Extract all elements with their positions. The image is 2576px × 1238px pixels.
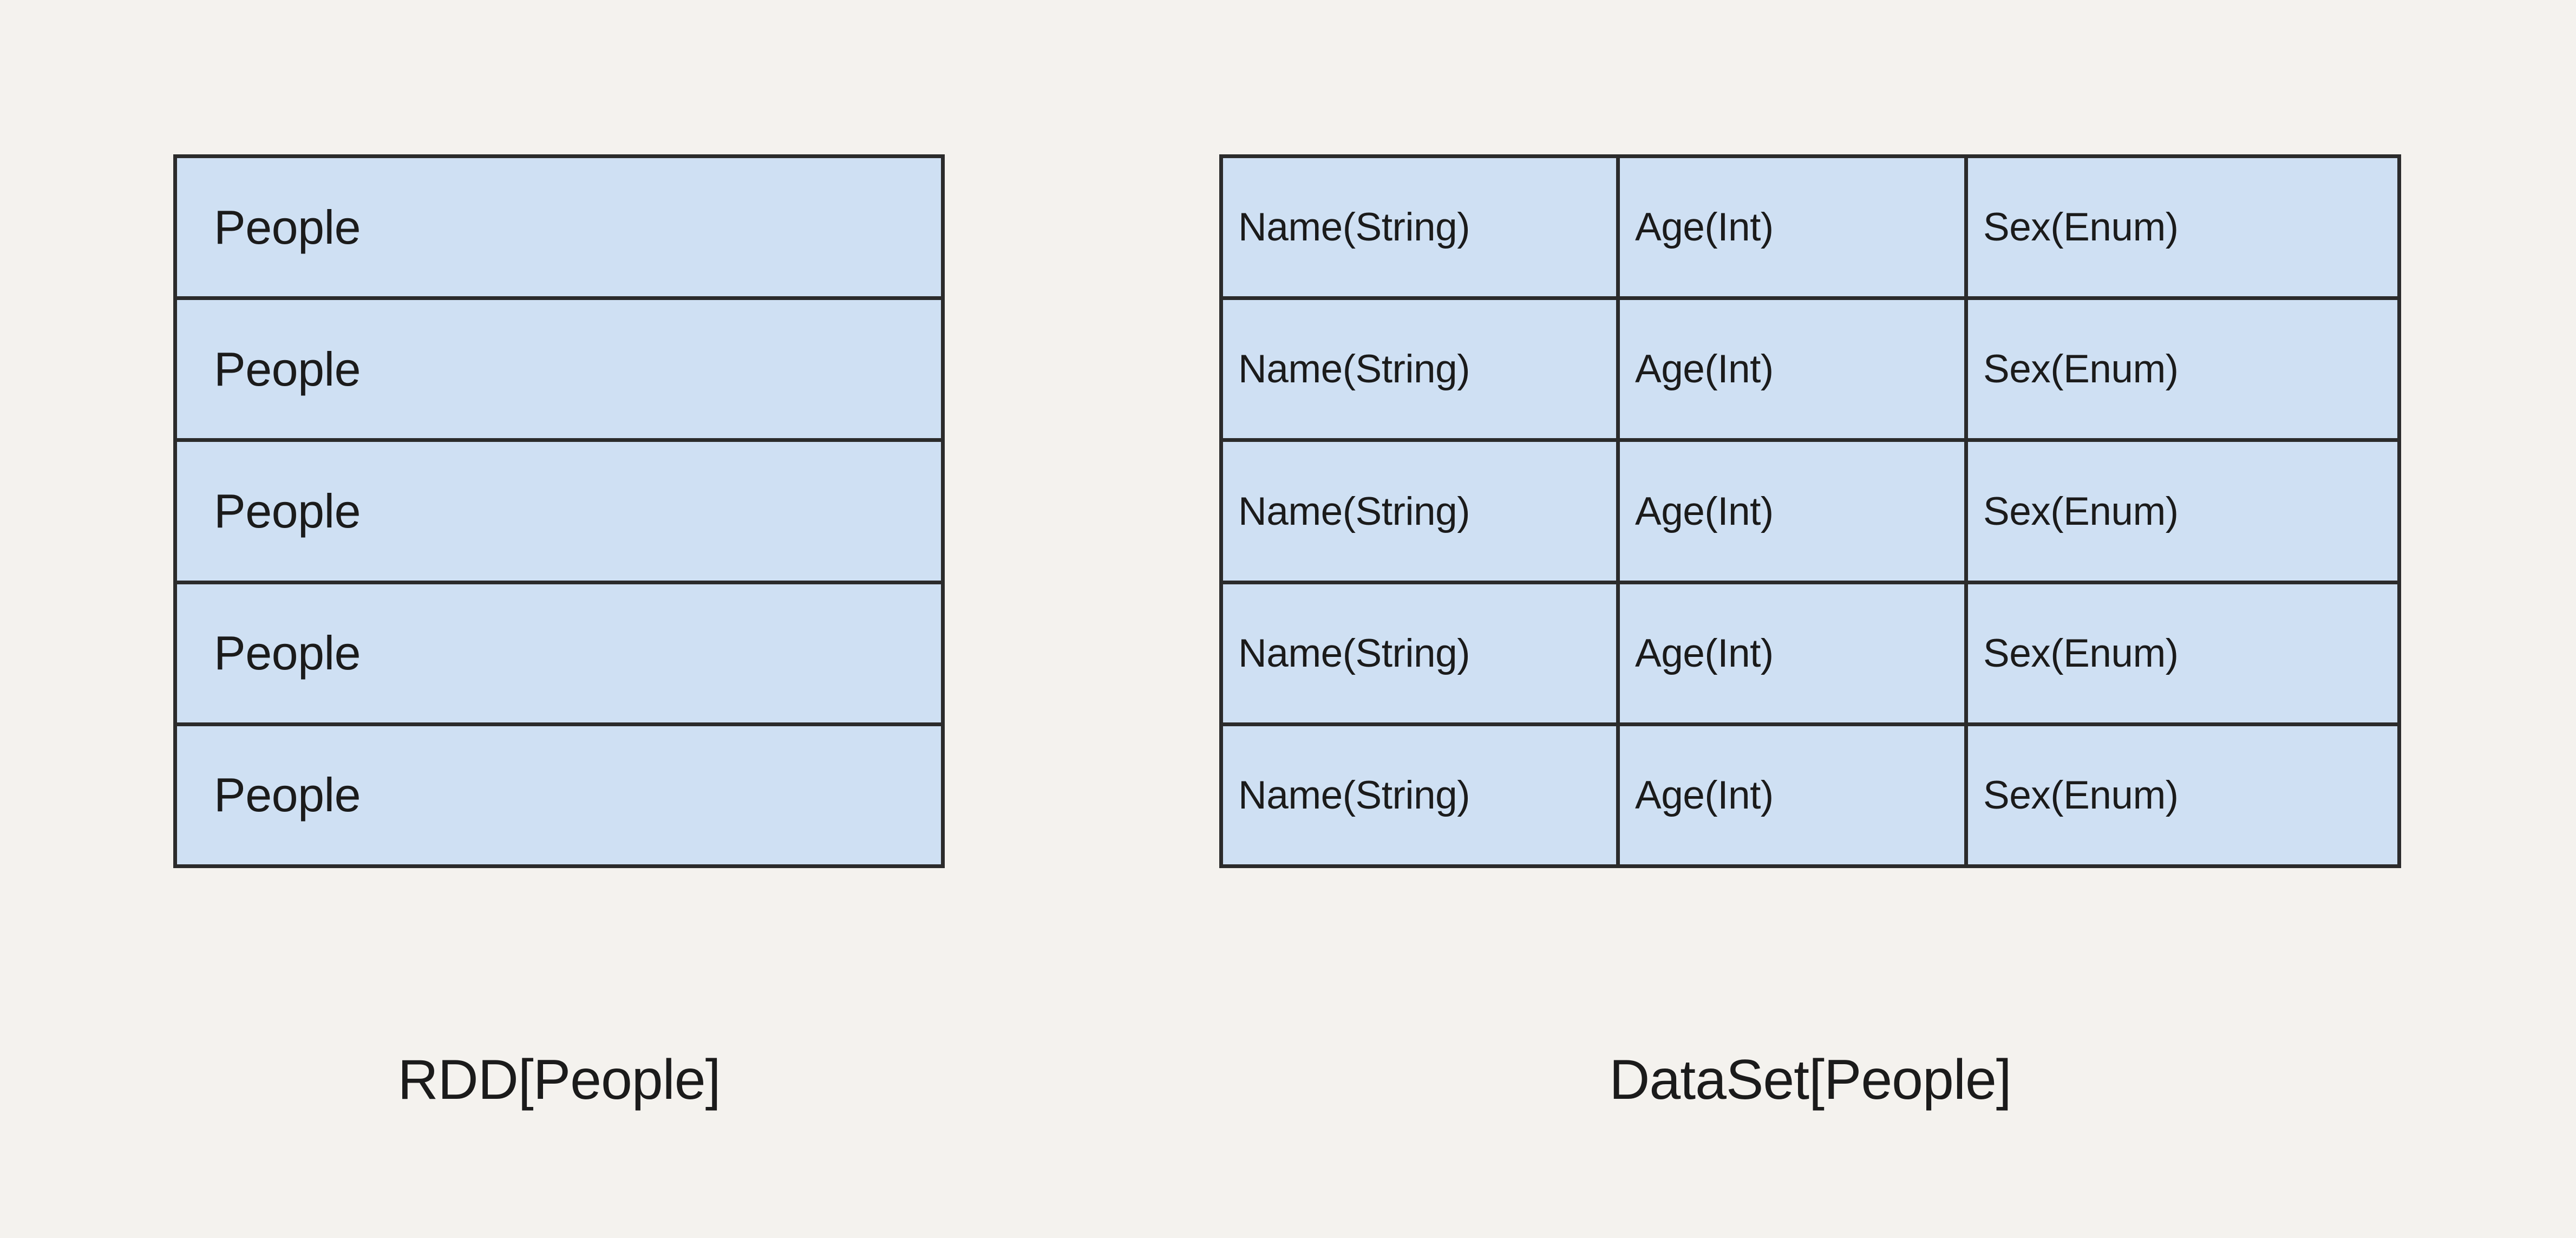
rdd-row: People <box>177 726 941 865</box>
dataset-cell-label: Age(Int) <box>1635 773 1774 817</box>
dataset-cell-label: Sex(Enum) <box>1983 489 2179 533</box>
rdd-row-label: People <box>214 626 361 680</box>
dataset-cell-age: Age(Int) <box>1620 726 1968 865</box>
dataset-cell-label: Age(Int) <box>1635 205 1774 250</box>
rdd-row-label: People <box>214 484 361 538</box>
dataset-cell-age: Age(Int) <box>1620 442 1968 581</box>
rdd-row-label: People <box>214 342 361 396</box>
dataset-row: Name(String) Age(Int) Sex(Enum) <box>1223 300 2397 442</box>
dataset-cell-name: Name(String) <box>1223 726 1620 865</box>
dataset-cell-label: Name(String) <box>1238 205 1470 250</box>
rdd-row: People <box>177 442 941 584</box>
dataset-row: Name(String) Age(Int) Sex(Enum) <box>1223 158 2397 301</box>
dataset-cell-age: Age(Int) <box>1620 158 1968 297</box>
rdd-row: People <box>177 584 941 726</box>
dataset-cell-sex: Sex(Enum) <box>1968 442 2397 581</box>
rdd-row: People <box>177 300 941 442</box>
dataset-cell-label: Name(String) <box>1238 347 1470 392</box>
dataset-cell-age: Age(Int) <box>1620 584 1968 722</box>
dataset-cell-age: Age(Int) <box>1620 300 1968 439</box>
dataset-cell-sex: Sex(Enum) <box>1968 300 2397 439</box>
dataset-cell-sex: Sex(Enum) <box>1968 726 2397 865</box>
rdd-row-label: People <box>214 200 361 254</box>
dataset-cell-name: Name(String) <box>1223 158 1620 297</box>
dataset-cell-sex: Sex(Enum) <box>1968 584 2397 722</box>
dataset-row: Name(String) Age(Int) Sex(Enum) <box>1223 442 2397 584</box>
rdd-caption: RDD[People] <box>397 1048 721 1111</box>
dataset-row: Name(String) Age(Int) Sex(Enum) <box>1223 584 2397 726</box>
rdd-stack: People People People People People <box>173 154 945 868</box>
dataset-cell-name: Name(String) <box>1223 300 1620 439</box>
rdd-row-label: People <box>214 768 361 822</box>
dataset-cell-label: Sex(Enum) <box>1983 631 2179 675</box>
dataset-cell-label: Age(Int) <box>1635 489 1774 533</box>
dataset-row: Name(String) Age(Int) Sex(Enum) <box>1223 726 2397 865</box>
dataset-cell-label: Age(Int) <box>1635 347 1774 392</box>
dataset-caption: DataSet[People] <box>1609 1048 2011 1111</box>
dataset-cell-sex: Sex(Enum) <box>1968 158 2397 297</box>
dataset-cell-label: Name(String) <box>1238 489 1470 533</box>
rdd-row: People <box>177 158 941 301</box>
dataset-table: Name(String) Age(Int) Sex(Enum) Name(Str… <box>1219 154 2401 868</box>
dataset-cell-label: Age(Int) <box>1635 631 1774 675</box>
dataset-cell-label: Name(String) <box>1238 631 1470 675</box>
dataset-cell-label: Sex(Enum) <box>1983 205 2179 250</box>
dataset-cell-label: Name(String) <box>1238 773 1470 817</box>
dataset-cell-label: Sex(Enum) <box>1983 773 2179 817</box>
dataset-cell-name: Name(String) <box>1223 584 1620 722</box>
dataset-cell-label: Sex(Enum) <box>1983 347 2179 392</box>
dataset-cell-name: Name(String) <box>1223 442 1620 581</box>
